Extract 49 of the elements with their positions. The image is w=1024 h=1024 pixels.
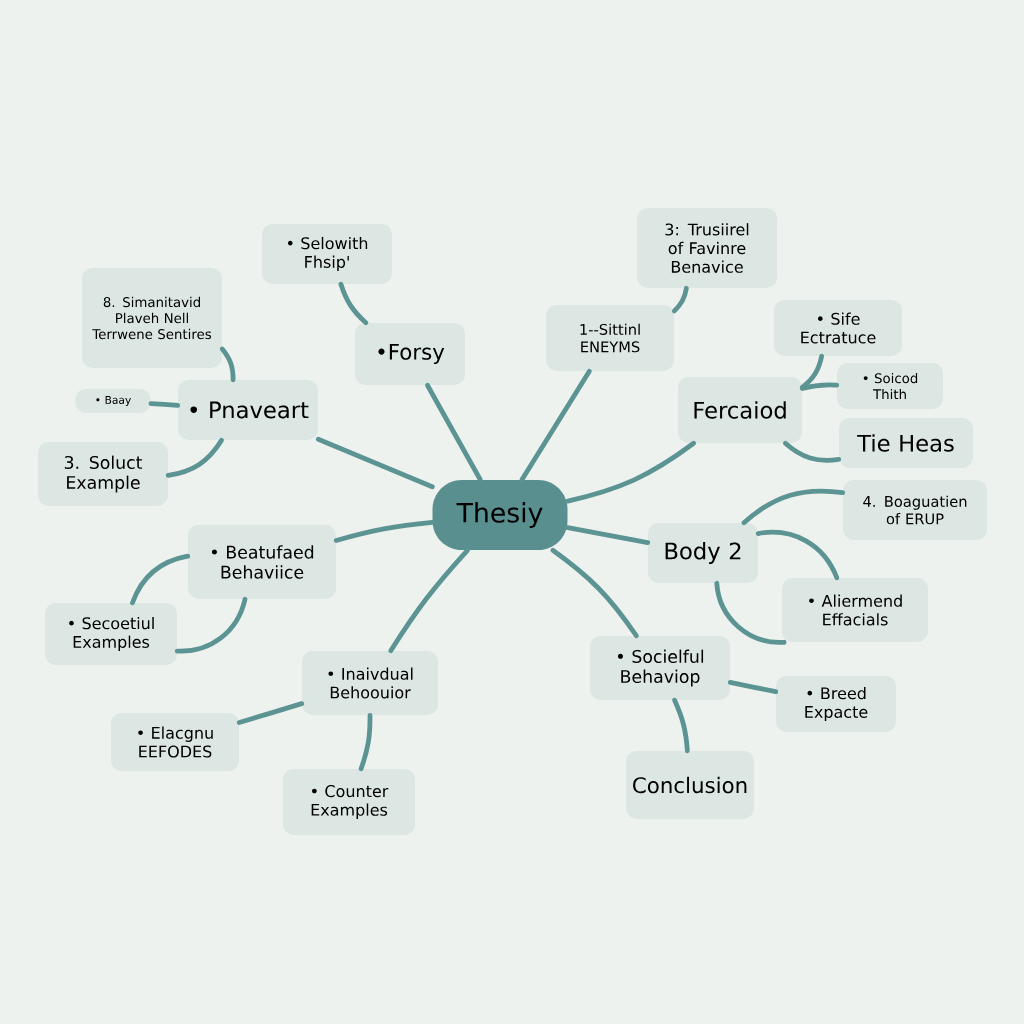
- topic-box: Fercaiod: [678, 377, 802, 443]
- topic-box: 4. Boaguatien of ERUP: [843, 480, 987, 540]
- topic-box: Conclusion: [626, 751, 754, 819]
- connector: [565, 440, 697, 504]
- topic-box: • Inaivdual Behoouior: [302, 651, 438, 715]
- topic-box: • Beatufaed Behaviice: [188, 525, 336, 599]
- topic-box: • Elacgnu EEFODES: [111, 713, 239, 771]
- connector: [148, 401, 181, 408]
- connector: [550, 547, 639, 639]
- topic-box: • Aliermend Effacials: [782, 578, 928, 642]
- central-node: Thesiy: [432, 480, 568, 550]
- connector: [174, 596, 248, 654]
- connector: [519, 368, 592, 483]
- connector: [799, 353, 825, 390]
- connector: [315, 436, 435, 490]
- connector: [165, 437, 224, 478]
- topic-box: • Baay: [75, 389, 151, 413]
- topic-box: 1--Sittinl ENEYMS: [546, 305, 674, 371]
- topic-box: • Counter Examples: [283, 769, 415, 835]
- connector: [727, 679, 779, 695]
- topic-box: • Socielful Behaviop: [590, 636, 730, 700]
- connector: [671, 285, 689, 314]
- connector: [783, 440, 842, 463]
- connector: [130, 553, 191, 606]
- connector: [741, 488, 846, 526]
- connector: [799, 382, 840, 391]
- connector: [219, 346, 236, 383]
- topic-box: • Selowith Fhsip': [262, 224, 392, 284]
- connector: [236, 701, 305, 725]
- topic-box: • Breed Expacte: [776, 676, 896, 732]
- topic-box: • Soicod Thith: [837, 363, 943, 409]
- topic-box: •Forsy: [355, 323, 465, 385]
- topic-box: Tie Heas: [839, 418, 973, 468]
- topic-box: • Secoetiul Examples: [45, 603, 177, 665]
- connector: [338, 281, 369, 326]
- connector: [425, 382, 483, 483]
- connector: [565, 525, 651, 546]
- topic-box: • Sife Ectratuce: [774, 300, 902, 356]
- topic-box: Body 2: [648, 523, 758, 583]
- connector: [714, 580, 787, 645]
- topic-box: • Pnaveart: [178, 380, 318, 440]
- topic-box: 3: Trusiirel of Favinre Benavice: [637, 208, 777, 288]
- connector: [755, 529, 840, 581]
- topic-box: 3. Soluct Example: [38, 442, 168, 506]
- connector: [333, 519, 435, 543]
- topic-box: 8. Simanitavid Plaveh Nell Terrwene Sentires: [82, 268, 222, 368]
- connector: [388, 547, 470, 654]
- connector: [358, 712, 373, 772]
- connector: [672, 697, 690, 754]
